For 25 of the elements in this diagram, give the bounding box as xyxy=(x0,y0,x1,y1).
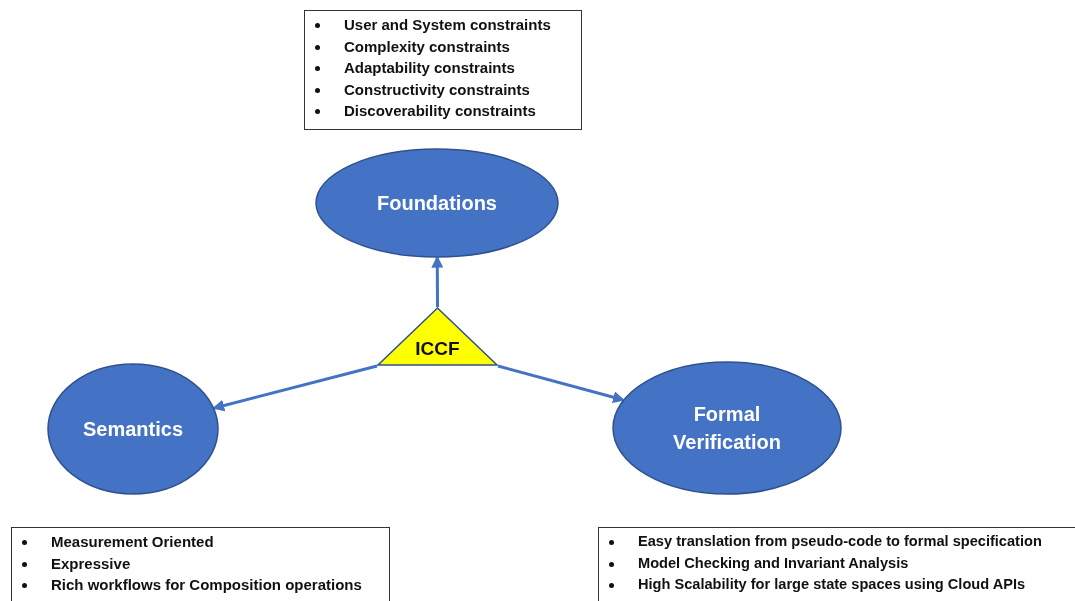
node-label: Foundations xyxy=(377,191,497,216)
bullet-text: Model Checking and Invariant Analysis xyxy=(638,553,909,573)
bullet-list-box xyxy=(11,527,390,601)
bullet-text: Rich workflows for Composition operations xyxy=(51,575,362,595)
bullet-list-box xyxy=(304,10,582,130)
triangle-node xyxy=(377,307,498,366)
bullet-list-box xyxy=(598,527,1075,601)
bullet-text: Easy translation from pseudo-code to formal specification xyxy=(638,532,1042,551)
bullet-text: Measurement Oriented xyxy=(51,532,214,552)
ellipse-node xyxy=(315,148,559,258)
bullet-text: Expressive xyxy=(51,553,131,574)
arrow xyxy=(212,364,378,412)
bullet-text: Adaptability constraints xyxy=(344,58,515,78)
bullet-text: Constructivity constraints xyxy=(344,79,530,100)
arrow xyxy=(431,255,444,307)
node-label: Formal Verification xyxy=(672,402,782,455)
node-label: Semantics xyxy=(82,417,184,442)
arrow xyxy=(497,364,626,404)
bullet-text: Complexity constraints xyxy=(344,36,510,57)
bullet-text: Discoverability constraints xyxy=(344,101,536,121)
bullet-text: High Scalability for large state spaces using Cloud APIs xyxy=(638,575,1026,594)
ellipse-node xyxy=(612,361,842,495)
ellipse-node xyxy=(47,363,219,495)
node-label: ICCF xyxy=(414,338,461,360)
bullet-text: User and System constraints xyxy=(344,15,551,35)
